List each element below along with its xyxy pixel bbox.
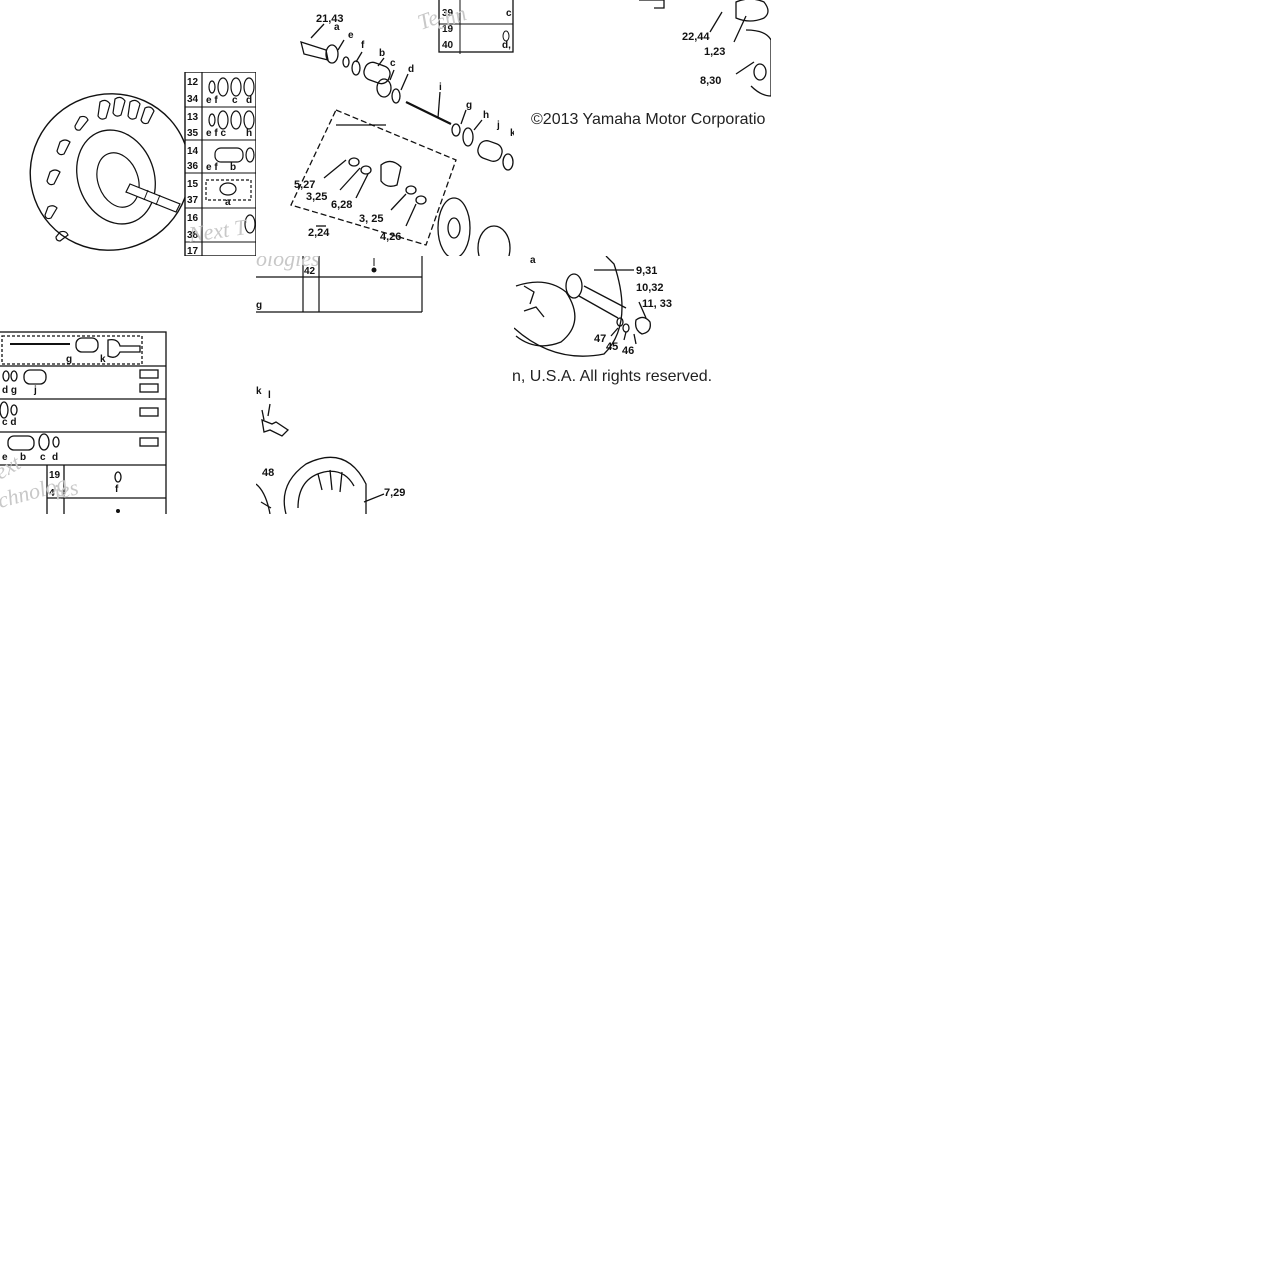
svg-text:c d: c d [2, 417, 16, 428]
copyright-text-part2: n, U.S.A. All rights reserved. [512, 368, 713, 385]
svg-text:l: l [268, 390, 271, 401]
svg-text:e f: e f [206, 162, 218, 173]
watermark-text: ologies [256, 256, 320, 271]
parts-table-mid-tile: 42 g ologies [256, 256, 424, 314]
svg-text:36: 36 [187, 161, 199, 172]
wheel-right-mid-tile: a 9,31 10,32 11, 33 47 45 46 [514, 256, 684, 360]
svg-text:22,44: 22,44 [682, 31, 710, 43]
svg-text:c: c [40, 452, 46, 463]
svg-text:a: a [334, 22, 340, 33]
parts-table-mid: 42 g ologies [256, 256, 423, 313]
svg-text:35: 35 [187, 128, 199, 139]
svg-text:c: c [232, 95, 238, 106]
svg-text:g: g [66, 354, 72, 365]
svg-text:42: 42 [304, 266, 316, 277]
svg-text:j: j [33, 385, 37, 396]
svg-text:40: 40 [442, 40, 454, 51]
wheel-right-mid-drawing: a 9,31 10,32 11, 33 47 45 46 [514, 256, 672, 357]
wheel-bottom-tile: k l 48 7,29 [256, 384, 422, 514]
svg-text:h: h [483, 110, 489, 121]
svg-text:34: 34 [187, 94, 199, 105]
svg-text:11, 33: 11, 33 [642, 298, 672, 310]
svg-text:f: f [361, 40, 365, 51]
svg-text:48: 48 [262, 467, 274, 479]
svg-text:4,26: 4,26 [380, 231, 401, 243]
svg-text:15: 15 [187, 179, 199, 190]
svg-text:10,32: 10,32 [636, 282, 664, 294]
svg-text:13: 13 [187, 112, 199, 123]
parts-table-top: 39 19 40 c d, Techn [438, 0, 514, 54]
svg-text:f: f [115, 484, 119, 495]
svg-text:e: e [348, 30, 354, 41]
svg-text:a: a [225, 197, 231, 208]
svg-text:46: 46 [622, 345, 634, 357]
svg-text:39: 39 [442, 8, 454, 19]
wheel-right-top-tile: 22,44 1,23 8,30 [514, 0, 771, 100]
svg-text:17: 17 [187, 246, 199, 256]
svg-text:9,31: 9,31 [636, 265, 657, 277]
svg-text:d: d [52, 452, 58, 463]
wheel-bottom-drawing: k l 48 7,29 [256, 386, 405, 514]
svg-text:b: b [379, 48, 385, 59]
parts-table-bottom-left: g k d g j c d e b c d 19 4 f ext chnolog… [0, 331, 167, 514]
svg-text:k: k [100, 354, 106, 365]
watermark-text: ies [51, 474, 81, 504]
svg-text:a: a [530, 256, 536, 266]
svg-text:d: d [246, 95, 252, 106]
wheel-right-top-drawing: 22,44 1,23 8,30 [639, 0, 771, 97]
svg-text:i: i [439, 82, 442, 93]
svg-text:d g: d g [2, 385, 17, 396]
svg-text:2,24: 2,24 [308, 227, 330, 239]
svg-text:e: e [2, 452, 8, 463]
svg-text:g: g [256, 300, 262, 311]
svg-text:j: j [496, 120, 500, 131]
svg-text:3,25: 3,25 [306, 191, 327, 203]
svg-text:e f c: e f c [206, 128, 226, 139]
svg-text:19: 19 [49, 470, 61, 481]
table-row-label: 12 [187, 77, 199, 88]
svg-text:h: h [246, 128, 252, 139]
svg-text:47: 47 [594, 333, 606, 345]
svg-text:1,23: 1,23 [704, 46, 725, 58]
svg-text:k: k [256, 386, 262, 397]
svg-text:4: 4 [49, 488, 55, 499]
svg-text:c: c [506, 8, 512, 19]
svg-text:14: 14 [187, 146, 199, 157]
svg-text:k: k [510, 128, 514, 139]
svg-text:7,29: 7,29 [384, 487, 405, 499]
svg-text:d,: d, [502, 40, 511, 51]
svg-text:3, 25: 3, 25 [359, 213, 383, 225]
svg-text:19: 19 [442, 24, 454, 35]
svg-text:d: d [408, 64, 414, 75]
svg-text:6,28: 6,28 [331, 199, 352, 211]
svg-text:b: b [230, 162, 236, 173]
svg-text:16: 16 [187, 213, 199, 224]
copyright-text-part1: ©2013 Yamaha Motor Corporatio [531, 111, 766, 128]
svg-text:5,27: 5,27 [294, 179, 315, 191]
svg-text:e f: e f [206, 95, 218, 106]
svg-text:b: b [20, 452, 26, 463]
parts-table-top-tile: 39 19 40 c d, Techn [438, 0, 514, 54]
svg-text:37: 37 [187, 195, 199, 206]
svg-text:g: g [466, 100, 472, 111]
svg-text:21,43: 21,43 [316, 13, 344, 25]
parts-table-bottom-left-tile: g k d g j c d e b c d 19 4 f ext chnolog… [0, 330, 168, 514]
svg-text:c: c [390, 58, 396, 69]
svg-text:38: 38 [187, 230, 199, 241]
svg-text:45: 45 [606, 341, 618, 353]
svg-text:8,30: 8,30 [700, 75, 721, 87]
